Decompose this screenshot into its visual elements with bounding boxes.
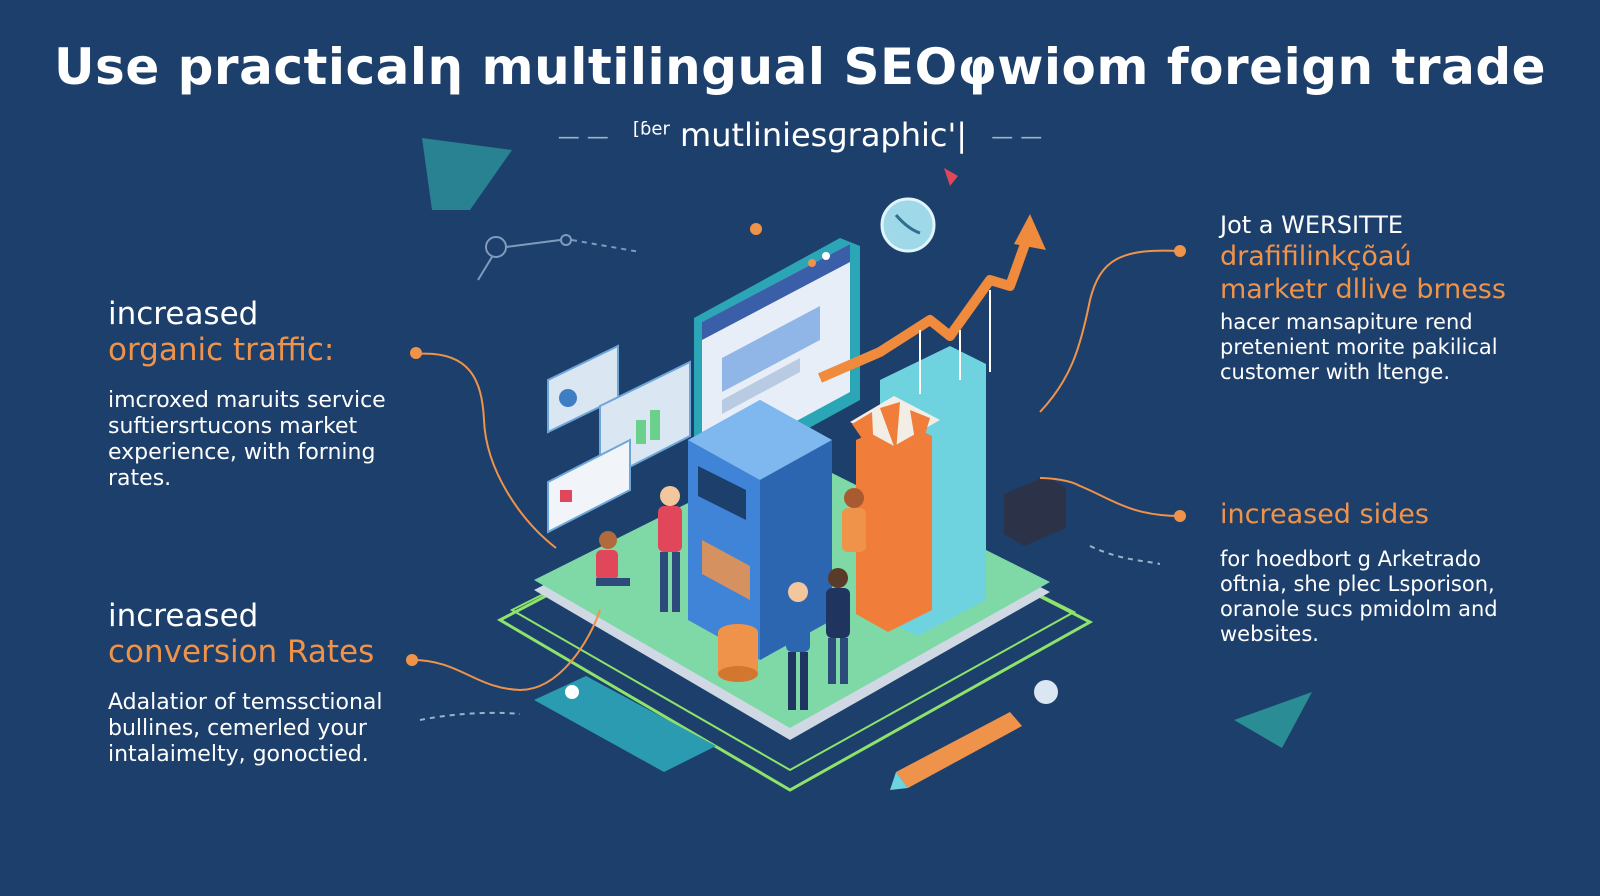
person-blue-suit — [786, 582, 810, 710]
body-line: pretenient morite pakilical — [1220, 335, 1498, 359]
network-nodes-icon — [477, 234, 641, 281]
body-line: experience, with forning — [108, 440, 376, 465]
left-block-body: imcroxed maruits service suftiersrtucons… — [108, 388, 408, 492]
subtitle-main: mutliniesɡraphic'| — [680, 116, 968, 154]
teal-bar — [534, 676, 716, 772]
subtitle-prefix: [ɓer — [632, 118, 670, 140]
body-line: for hoedbort g Arketrado — [1220, 547, 1481, 571]
left-block-heading-line2: conversion Rates — [108, 634, 375, 670]
teal-shard-bottom-right — [1234, 692, 1312, 748]
connector-right-top — [1039, 249, 1181, 413]
left-block-heading-line1: increased — [108, 598, 259, 634]
body-line: oftnia, she plec Lsporison, — [1220, 572, 1495, 596]
body-line: websites. — [1220, 622, 1319, 646]
right-block-heading: increased sides — [1220, 499, 1429, 530]
right-block-heading-line2: drafifilinkçõaú — [1220, 241, 1412, 272]
right-block-website: Jot a WERSITTE drafifilinkçõaú marketr … — [1220, 210, 1560, 385]
body-line: bullines, cemerled your — [108, 716, 367, 741]
left-block-heading-line1: increased — [108, 296, 259, 332]
connector-right-bottom — [1039, 477, 1181, 517]
body-line: hacer mansapiture rend — [1220, 310, 1473, 334]
knob-icon — [1034, 680, 1058, 704]
person-red-shirt — [658, 486, 682, 612]
right-block-sales: increased sides for hoedbort g Arketrado… — [1220, 498, 1560, 647]
body-line: Adalatior of temssctional — [108, 690, 383, 715]
left-block-body: Adalatior of temssctional bullines, ceme… — [108, 690, 408, 768]
floating-panel-3 — [547, 438, 631, 534]
right-block-body: hacer mansapiture rend pretenient morite… — [1220, 310, 1560, 385]
subtitle: — — [ɓer mutliniesɡraphic'| — — — [0, 116, 1600, 154]
growth-arrow — [818, 228, 1035, 383]
body-line: imcroxed maruits service — [108, 388, 386, 413]
person-at-tower — [842, 488, 866, 552]
person-dark-jacket — [826, 568, 850, 684]
subtitle-dash-right: — — — [991, 124, 1043, 150]
left-block-heading-line2: organic traffic: — [108, 332, 335, 368]
left-block-traffic: increased organic traffic: imcroxed maru… — [108, 296, 408, 492]
right-block-body: for hoedbort g Arketrado oftnia, she ple… — [1220, 547, 1560, 647]
red-triangle-marker — [944, 168, 958, 186]
orange-dot — [750, 223, 762, 235]
body-line: rates. — [108, 466, 172, 491]
body-line: oranole sucs pmidolm and — [1220, 597, 1498, 621]
teal-shard-top-left — [422, 138, 512, 210]
page-title: Use practicalƞ multilingual SEOφwiom for… — [53, 38, 1547, 96]
left-block-conversion: increased conversion Rates Adalatior of … — [108, 598, 408, 768]
connector-left-top — [415, 352, 557, 549]
orange-tower — [856, 420, 932, 632]
body-line: intalaimelty, gonoctied. — [108, 742, 369, 767]
server-box — [1004, 476, 1066, 546]
subtitle-dash-left: — — — [557, 124, 609, 150]
connector-left-bottom — [411, 609, 601, 692]
right-block-heading-line1: Jot a WERSITTE — [1220, 211, 1404, 239]
right-block-heading-line3: marketr dllive brness — [1220, 274, 1506, 305]
person-sitting — [596, 531, 630, 586]
body-line: customer with ltenge. — [1220, 360, 1451, 384]
body-line: suftiersrtucons market — [108, 414, 358, 439]
pencil-icon — [896, 712, 1022, 788]
